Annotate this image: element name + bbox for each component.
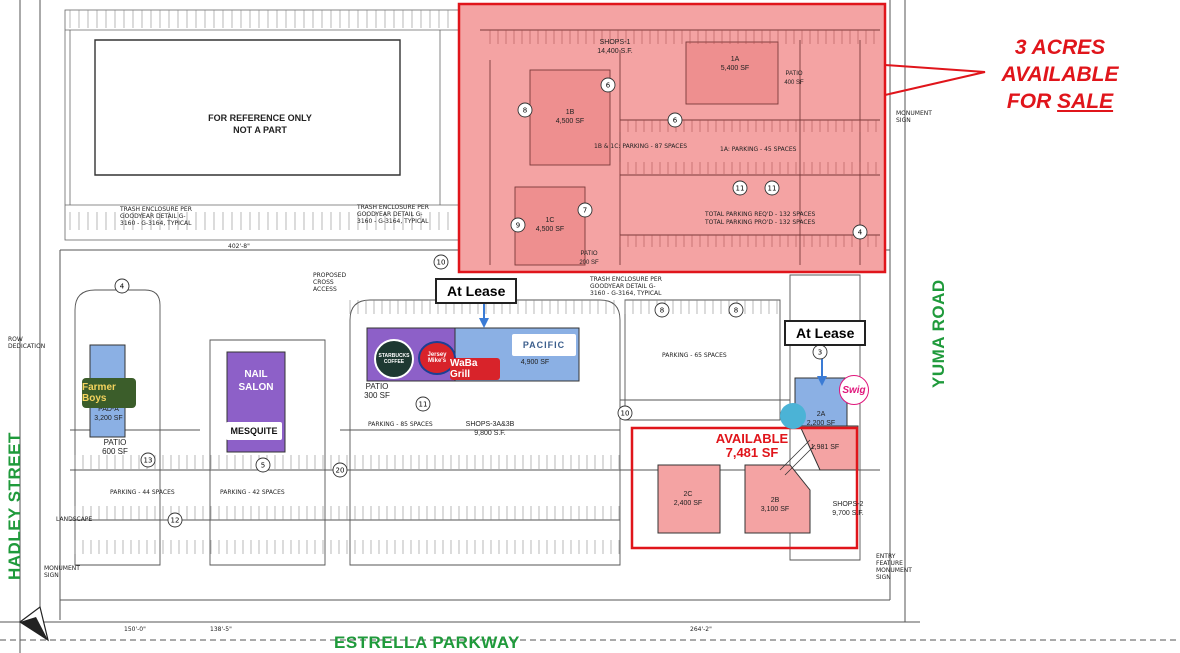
stall-count-circle — [617, 405, 633, 421]
stall-count-label: 9 — [516, 222, 520, 230]
dim-264: 264'-2" — [690, 626, 712, 633]
coffee-logo-icon — [780, 403, 806, 429]
parking-total-prov-label: TOTAL PARKING PRO'D - 132 SPACES — [705, 219, 816, 226]
at-lease-tag-east: At Lease — [784, 320, 867, 346]
waba-grill-logo: WaBa Grill — [450, 358, 500, 380]
parking-center-label: PARKING - 85 SPACES — [368, 421, 433, 428]
stall-count-circle — [654, 302, 670, 318]
stall-count-label: 11 — [768, 185, 777, 193]
stall-count-label: 13 — [144, 457, 153, 465]
starbucks-logo: STARBUCKS COFFEE — [374, 339, 414, 379]
stall-count-circle — [732, 180, 748, 196]
stall-count-label: 7 — [583, 207, 587, 215]
stall-count-circle — [517, 102, 533, 118]
reference-building-label: FOR REFERENCE ONLY NOT A PART — [208, 113, 312, 135]
available-outline — [630, 426, 859, 550]
cross-access-note: PROPOSED CROSS ACCESS — [313, 272, 347, 293]
stall-count-circle — [255, 457, 271, 473]
2b-building — [744, 464, 811, 534]
stall-count-circle — [114, 278, 130, 294]
stall-count-circle — [332, 462, 348, 478]
street-yuma-road: YUMA ROAD — [929, 279, 948, 388]
mesquite-logo: MESQUITE — [226, 422, 282, 440]
street-hadley: HADLEY STREET — [5, 432, 24, 580]
for-sale-callout: 3 ACRES AVAILABLE FOR SALE — [985, 34, 1135, 115]
stall-count-circle — [852, 224, 868, 240]
stall-count-label: 8 — [523, 107, 527, 115]
landscape-note: LANDSCAPE — [56, 516, 93, 523]
at-lease-tag-center: At Lease — [435, 278, 518, 304]
callout-line-1: 3 ACRES — [1014, 36, 1106, 59]
2a-ext-label: 1,981 SF — [810, 444, 840, 451]
dim-138: 138'-5" — [210, 626, 232, 633]
parking-east-label: PARKING - 65 SPACES — [662, 352, 727, 359]
stall-count-label: 3 — [818, 349, 822, 357]
stall-count-label: 6 — [673, 117, 678, 125]
stall-count-label: 4 — [120, 283, 125, 291]
entry-feature-sign: ENTRY FEATURE MONUMENT SIGN — [876, 553, 912, 581]
stall-count-label: 4 — [858, 229, 863, 237]
stall-count-label: 10 — [437, 259, 446, 267]
parking-1a-label: 1A: PARKING - 45 SPACES — [720, 146, 797, 153]
stall-count-label: 8 — [734, 307, 738, 315]
stall-count-circle — [415, 396, 431, 412]
trash-note-3: TRASH ENCLOSURE PER GOODYEAR DETAIL G-31… — [590, 276, 662, 297]
stall-count-label: 12 — [171, 517, 180, 525]
stall-count-circle — [728, 302, 744, 318]
stall-count-circle — [433, 254, 449, 270]
stall-count-label: 11 — [736, 185, 745, 193]
stall-count-label: 6 — [606, 82, 611, 90]
monument-sign-sw: MONUMENT SIGN — [44, 565, 80, 579]
parking-1bc-label: 1B & 1C: PARKING - 87 SPACES — [594, 143, 688, 150]
stall-count-circle — [167, 512, 183, 528]
stall-count-circle — [667, 112, 683, 128]
stall-count-circle — [600, 77, 616, 93]
2c-building — [657, 464, 721, 534]
stall-count-circle — [140, 452, 156, 468]
stall-count-label: 5 — [261, 462, 265, 470]
stall-count-label: 11 — [419, 401, 428, 409]
parking-west-label: PARKING - 44 SPACES — [110, 489, 175, 496]
stall-count-circle — [510, 217, 526, 233]
monument-sign-north: MONUMENT SIGN — [896, 110, 932, 124]
dim-402: 402'-8" — [228, 243, 250, 250]
stall-count-label: 10 — [621, 410, 630, 418]
street-estrella-parkway: ESTRELLA PARKWAY — [334, 633, 520, 652]
stall-count-label: 20 — [336, 467, 345, 475]
farmer-boys-logo: Farmer Boys — [82, 378, 136, 408]
stall-count-circle — [764, 180, 780, 196]
stall-count-label: 8 — [660, 307, 664, 315]
parking-total-req-label: TOTAL PARKING REQ'D - 132 SPACES — [705, 211, 816, 218]
parking-west2-label: PARKING - 42 SPACES — [220, 489, 285, 496]
stall-count-circle — [577, 202, 593, 218]
pacific-logo: PACIFIC — [512, 334, 576, 356]
dim-150: 150'-0" — [124, 626, 146, 633]
trash-note-1: TRASH ENCLOSURE PER GOODYEAR DETAIL G-31… — [120, 206, 192, 227]
swig-logo: Swig — [839, 375, 869, 405]
row-dedication-note: ROW DEDICATION — [8, 336, 46, 350]
trash-note-2: TRASH ENCLOSURE PER GOODYEAR DETAIL G-31… — [357, 204, 429, 225]
callout-line-3: FOR SALE — [1006, 90, 1114, 113]
3a-label: 4,900 SF — [520, 359, 550, 366]
callout-line-2: AVAILABLE — [1001, 63, 1119, 86]
available-label: AVAILABLE 7,481 SF — [715, 431, 789, 460]
